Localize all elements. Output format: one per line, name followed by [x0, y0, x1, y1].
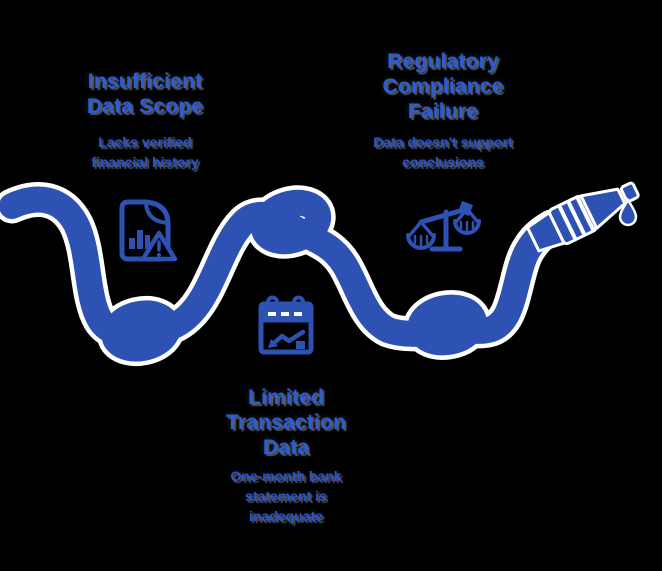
hose-knot-1: [101, 300, 181, 362]
hose-body: [0, 186, 565, 362]
section-title-limited-transaction-data: Limited Transaction Data: [225, 386, 347, 459]
document-bar-chart-warning-icon: [119, 199, 178, 262]
scales-of-justice-icon: [406, 201, 481, 252]
section-subtitle-regulatory-compliance-failure: Data doesn't support conclusions: [373, 134, 513, 170]
calendar-declining-trend-icon: [258, 295, 314, 355]
hose-knot-3: [407, 294, 487, 356]
section-title-regulatory-compliance-failure: Regulatory Compliance Failure: [382, 50, 504, 123]
hose-knot-2: [250, 189, 332, 255]
water-droplet-icon: [618, 197, 638, 227]
section-subtitle-limited-transaction-data: One-month bank statement is inadequate: [230, 468, 342, 524]
hose-nozzle-icon: [526, 181, 640, 253]
section-subtitle-insufficient-data-scope: Lacks verified financial history: [91, 134, 199, 170]
section-title-insufficient-data-scope: Insufficient Data Scope: [86, 70, 204, 118]
